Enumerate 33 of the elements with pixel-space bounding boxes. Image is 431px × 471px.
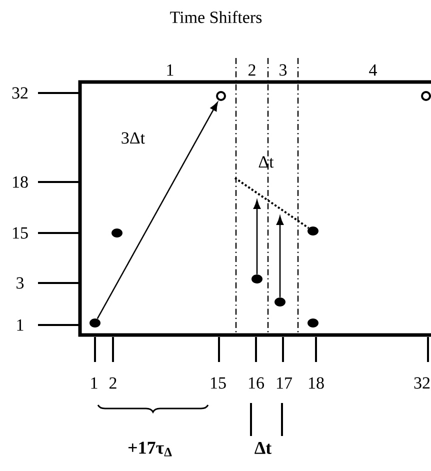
trend-line: [234, 177, 310, 229]
data-point: [112, 228, 122, 238]
data-point: [308, 318, 318, 328]
axis-label: 4: [369, 64, 377, 76]
axis-label: 32: [12, 87, 28, 99]
axis-label: 3: [280, 64, 287, 76]
axis-label: 16: [249, 377, 264, 389]
open-circle: [216, 91, 226, 101]
axis-label: 18: [309, 377, 324, 389]
axis-label: 17: [277, 377, 292, 389]
axis-label: 1: [17, 319, 24, 331]
arrow: [276, 216, 284, 298]
axis-label: 1: [167, 64, 174, 76]
axis-label: 2: [110, 377, 116, 389]
axis-label: 1: [91, 377, 98, 389]
interval-label: Δt: [254, 442, 272, 454]
axis-label: 18: [13, 176, 28, 188]
arrow: [96, 102, 218, 320]
title: Time Shifters: [170, 10, 262, 24]
axis-label: 3Δt: [122, 132, 145, 144]
axis-label: 15: [211, 377, 226, 389]
axis-label: 3: [16, 277, 24, 289]
arrow: [253, 200, 261, 274]
data-point: [308, 226, 318, 236]
axis-label: 15: [13, 227, 28, 239]
data-point: [90, 318, 100, 328]
data-point: [274, 298, 286, 306]
interval-label: +17τ$_{Δ}$: [128, 442, 172, 456]
open-circle: [421, 91, 431, 101]
data-point: [252, 274, 262, 284]
axis-label: Δt: [258, 156, 274, 168]
axis-label: 32: [414, 377, 430, 389]
axis-label: 2: [248, 64, 256, 76]
